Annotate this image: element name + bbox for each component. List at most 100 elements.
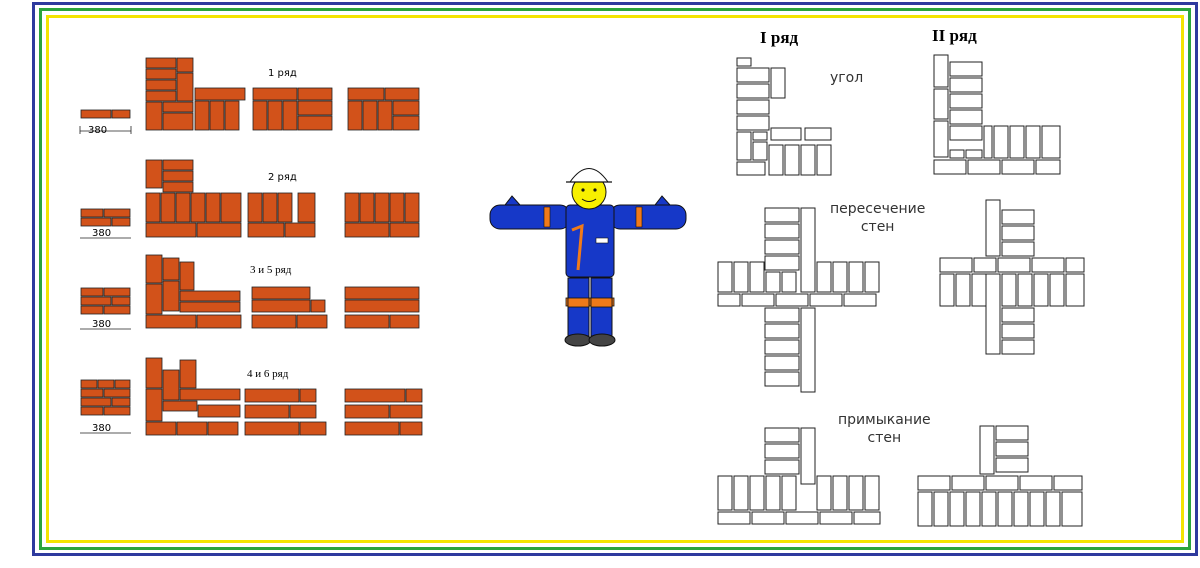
brick [299,421,327,436]
brick [145,90,177,102]
brick [162,257,180,281]
brick [344,314,390,329]
brick [145,57,177,69]
brick [344,404,390,419]
worker-left-eye [581,188,585,192]
plan-brick [103,208,131,218]
row-2-label: 2 ряд [268,172,297,183]
brick [145,222,197,238]
plan-brick [114,379,131,389]
worker-right-knee [590,297,613,308]
row-2-dimension: 380 [92,228,112,239]
brick [389,404,423,419]
brick [251,314,297,329]
plan-brick [111,296,131,306]
brick [145,79,177,91]
label-junction: примыкание стен [838,412,931,446]
brick [145,192,161,223]
plan-brick [111,109,131,119]
brick [162,112,194,131]
worker-right-eye [593,188,597,192]
brick [405,388,423,403]
brick [244,421,300,436]
brick [374,192,390,223]
brick [344,192,360,223]
worker-left-knee [567,297,590,308]
brick [310,299,326,313]
brick [162,369,180,401]
row-4-label: 4 и 6 ряд [247,368,289,380]
plan-brick [97,379,115,389]
row-1-label: 1 ряд [268,68,297,79]
brick [392,115,420,131]
plan-brick [111,397,131,407]
brick [179,301,241,313]
plan-brick [80,296,112,306]
worker-belt [565,297,615,307]
brick [194,87,246,101]
header-row-1: I ряд [760,28,799,47]
row-4-masonry [80,357,423,436]
brick [194,100,210,131]
plan-brick [80,287,104,297]
brick [162,170,194,182]
brick [179,388,241,401]
brick [145,314,197,329]
brick [162,280,180,312]
brick [162,159,194,171]
brick [389,192,405,223]
worker-right-hand [653,195,672,206]
worker-smile [581,198,597,202]
worker-right-cuff [635,206,643,228]
brick [389,314,420,329]
brick [179,290,241,302]
junction-row2-drawing [917,425,1083,527]
brick [179,261,195,291]
brick [344,388,406,403]
row-2-masonry [80,159,420,239]
brick [160,192,176,223]
brick [404,192,420,223]
brick [176,57,194,73]
plan-brick [111,217,131,227]
brick [220,192,242,223]
brick [209,100,225,131]
brick [251,286,311,300]
label-intersection: пересечение стен [830,201,926,235]
plan-brick [80,109,112,119]
brick [244,404,290,419]
brick [251,299,311,313]
plan-brick [80,397,112,407]
brick [196,222,242,238]
brick [145,421,177,436]
brick [399,421,423,436]
brick [296,314,328,329]
brick [344,286,420,300]
brick [145,388,163,422]
plan-brick [103,287,131,297]
corner-row1-drawing [736,57,832,176]
intersection-row1-drawing [717,207,880,393]
brick [344,222,390,238]
brick [377,100,393,131]
brick [247,192,263,223]
middle-green-frame [39,8,1191,550]
brick [359,192,375,223]
brick [162,101,194,113]
plan-brick [80,208,104,218]
brick [244,388,300,403]
brick [297,115,333,131]
brick [347,87,385,101]
plan-brick [80,305,104,315]
brick [362,100,378,131]
brick [190,192,206,223]
brick [297,192,316,223]
brick [277,192,293,223]
brick [197,404,241,418]
brick [176,421,208,436]
label-corner: угол [830,70,864,86]
brick [282,100,298,131]
brick [389,222,420,238]
plan-brick [80,379,98,389]
